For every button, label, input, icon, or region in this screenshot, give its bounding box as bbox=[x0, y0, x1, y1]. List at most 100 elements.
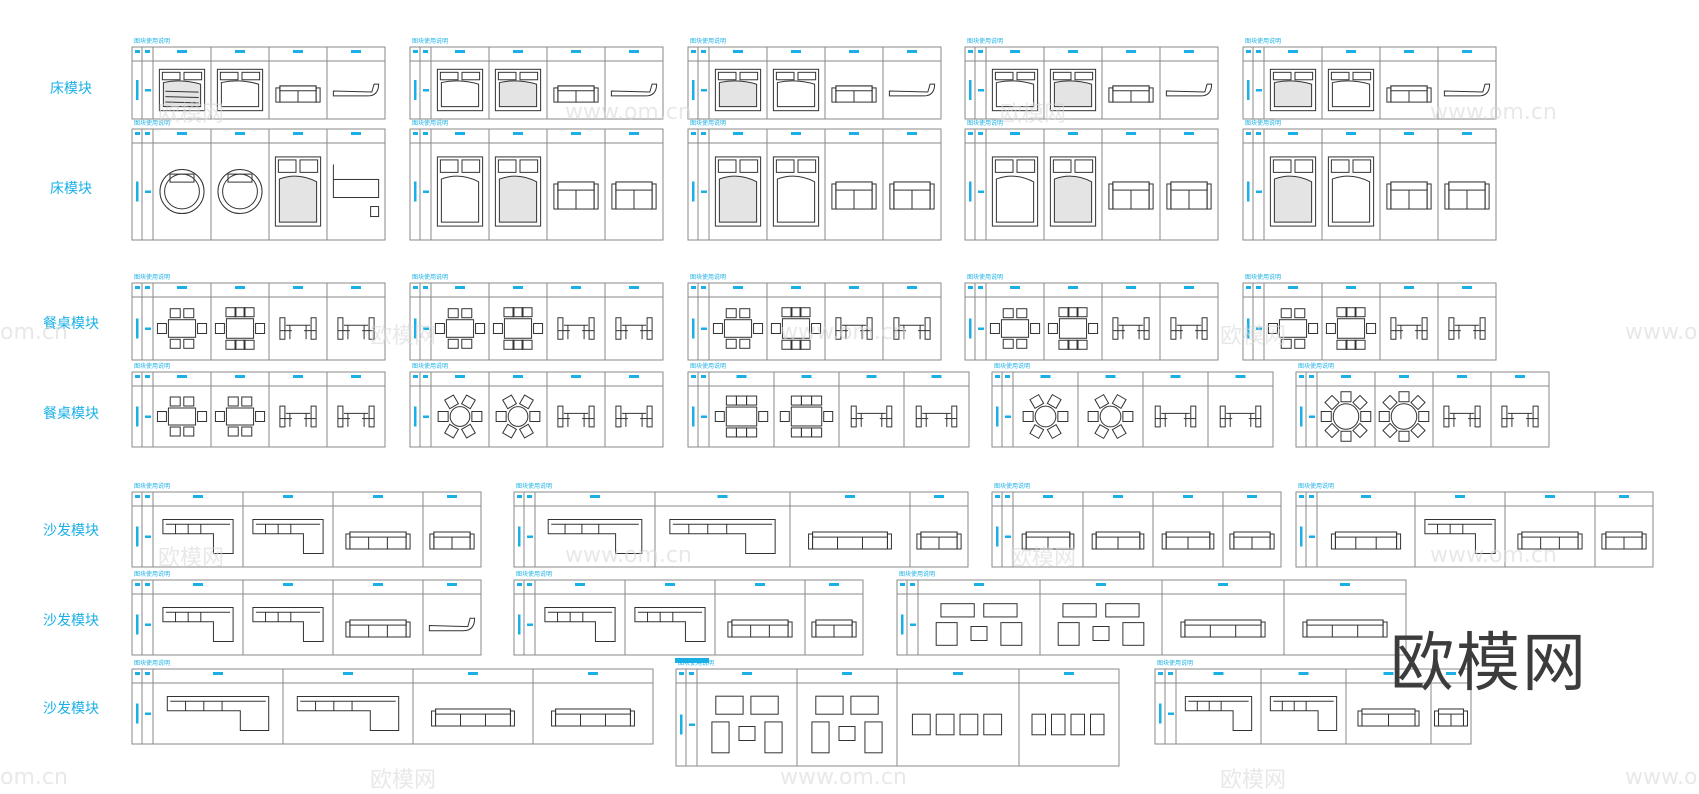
header-tick bbox=[1309, 375, 1314, 378]
chair bbox=[512, 339, 524, 350]
sofa-arm bbox=[1641, 533, 1647, 550]
chair bbox=[156, 323, 167, 334]
chair bbox=[434, 323, 445, 334]
chair bbox=[739, 338, 751, 349]
chair bbox=[1354, 339, 1366, 350]
table-top bbox=[790, 406, 823, 427]
row-label-dining-2: 餐桌模块 bbox=[43, 406, 99, 422]
header-tick bbox=[934, 495, 944, 498]
sofa-arm bbox=[405, 621, 411, 638]
l-sofa-block bbox=[547, 518, 643, 555]
header-tick bbox=[1184, 286, 1194, 289]
chair bbox=[1398, 391, 1410, 403]
marker-bar bbox=[414, 318, 417, 339]
bed-block bbox=[1049, 68, 1097, 112]
sofa-arm bbox=[1229, 533, 1235, 550]
header-tick bbox=[455, 50, 465, 53]
group-caption: 图块使用说明 bbox=[994, 362, 1030, 370]
table-top bbox=[167, 407, 197, 426]
armchair bbox=[811, 721, 830, 754]
sofa-arm bbox=[275, 87, 281, 103]
table-top bbox=[445, 319, 475, 338]
sofa-arm bbox=[808, 533, 814, 550]
header-tick bbox=[1235, 375, 1246, 378]
watermark-url: www.om.cn bbox=[565, 100, 692, 125]
round-table bbox=[507, 406, 529, 427]
header-tick bbox=[791, 286, 801, 289]
marker-bar bbox=[136, 80, 139, 100]
chair-elevation bbox=[1443, 405, 1450, 428]
marker-bar bbox=[518, 614, 521, 635]
marker-bar bbox=[1247, 80, 1250, 100]
chair bbox=[460, 394, 476, 410]
sofa-back bbox=[1390, 181, 1428, 191]
header-tick bbox=[1247, 495, 1257, 498]
header-tick bbox=[455, 286, 465, 289]
sofa-arm bbox=[593, 87, 599, 103]
marker-dash bbox=[145, 327, 151, 330]
chair bbox=[447, 308, 459, 319]
sofa-arm bbox=[1357, 710, 1363, 727]
header-tick bbox=[968, 286, 973, 289]
chair-elevation bbox=[935, 713, 955, 736]
header-tick bbox=[1341, 375, 1351, 378]
header-tick bbox=[293, 50, 303, 53]
bed-block bbox=[772, 156, 820, 227]
marker-dash bbox=[145, 190, 151, 193]
header-tick bbox=[910, 583, 915, 586]
armchair bbox=[815, 695, 844, 715]
chaise-block bbox=[610, 83, 658, 97]
armchair bbox=[935, 622, 958, 646]
block-frame bbox=[409, 371, 664, 448]
blanket bbox=[1331, 175, 1371, 223]
marker-bar bbox=[1247, 181, 1250, 202]
sofa-arm bbox=[469, 533, 475, 550]
header-tick bbox=[177, 50, 187, 53]
header-tick bbox=[978, 50, 983, 53]
header-tick bbox=[1462, 286, 1472, 289]
chair bbox=[461, 338, 473, 349]
sofa-arm bbox=[1148, 87, 1154, 103]
armchair bbox=[850, 695, 879, 715]
header-tick bbox=[791, 132, 801, 135]
header-tick bbox=[283, 583, 293, 586]
header-tick bbox=[1346, 132, 1356, 135]
chair bbox=[460, 423, 476, 439]
chair bbox=[227, 396, 239, 407]
marker-dash bbox=[701, 190, 707, 193]
header-tick bbox=[423, 132, 428, 135]
chair bbox=[169, 426, 181, 437]
header-tick bbox=[995, 495, 1000, 498]
header-tick bbox=[1010, 286, 1020, 289]
sofa-back bbox=[279, 85, 317, 92]
chair bbox=[1076, 307, 1088, 318]
sofa-arm bbox=[889, 183, 895, 210]
sofa-arm bbox=[1139, 533, 1145, 550]
chaise-block bbox=[1443, 83, 1491, 97]
header-tick bbox=[679, 672, 684, 675]
blanket-line bbox=[165, 101, 199, 104]
sofa-back bbox=[1605, 531, 1643, 538]
chair bbox=[746, 427, 758, 438]
chair bbox=[1094, 424, 1110, 440]
sofa-back bbox=[1233, 531, 1271, 538]
watermark-brand: 欧模网 bbox=[1010, 546, 1077, 571]
marker-bar bbox=[136, 406, 139, 427]
header-tick bbox=[701, 375, 706, 378]
header-tick bbox=[849, 286, 859, 289]
row-label-bed-1: 床模块 bbox=[50, 81, 92, 97]
sofa-back bbox=[812, 531, 888, 538]
block-frame bbox=[131, 128, 386, 241]
l-sofa-block bbox=[634, 606, 706, 643]
chair-elevation bbox=[1448, 317, 1455, 340]
header-tick bbox=[423, 50, 428, 53]
chair bbox=[736, 395, 747, 406]
pillow bbox=[739, 159, 759, 173]
chair bbox=[225, 307, 237, 318]
sofa-block bbox=[435, 708, 511, 727]
table-top bbox=[781, 318, 811, 339]
sofa-arm bbox=[831, 183, 837, 210]
blanket bbox=[995, 175, 1035, 223]
header-tick bbox=[736, 375, 747, 378]
l-sofa-block bbox=[166, 695, 270, 732]
